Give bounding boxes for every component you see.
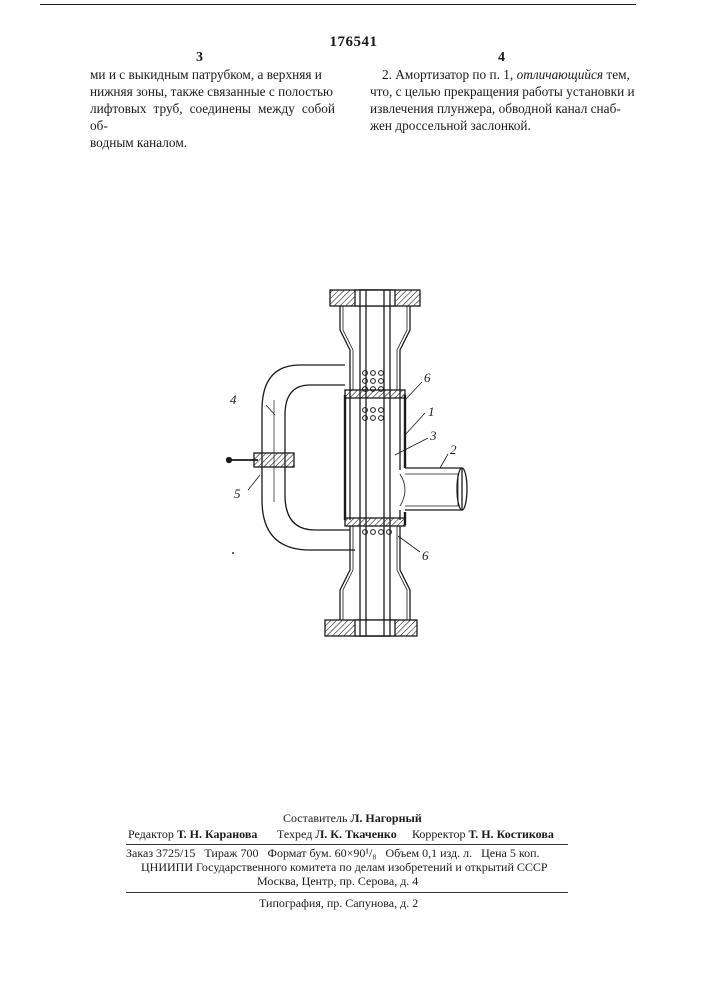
right-column: 2. Амортизатор по п. 1, отличающийся тем…: [370, 66, 642, 134]
left-line: лифтовых труб, соединены между собой об-: [90, 100, 335, 134]
compiler: Составитель Л. Нагорный: [283, 811, 422, 826]
techeditor-label: Техред: [277, 827, 312, 841]
corrector-label: Корректор: [412, 827, 466, 841]
label-four: 4: [230, 392, 237, 407]
footer-rule: [126, 844, 568, 845]
perforation: [363, 371, 368, 376]
top-rule: [40, 4, 636, 5]
institute-line: ЦНИИПИ Государственного комитета по дела…: [141, 860, 548, 875]
inner-pipe: [360, 290, 390, 636]
label-six-top: 6: [424, 370, 431, 385]
left-column: ми и с выкидным патрубком, а верхняя и н…: [90, 66, 335, 151]
throttle-valve: [254, 453, 294, 467]
right-line: что, с целью прекращения работы установк…: [370, 83, 642, 100]
left-line: ми и с выкидным патрубком, а верхняя и: [90, 66, 335, 83]
compiler-label: Составитель: [283, 811, 347, 825]
body-lower: [340, 526, 410, 620]
claim-prefix: 2. Амортизатор по п. 1,: [370, 67, 517, 82]
corrector-name: Т. Н. Костикова: [469, 827, 554, 841]
claim-line: 2. Амортизатор по п. 1, отличающийся тем…: [370, 66, 642, 83]
label-five: 5: [234, 486, 241, 501]
page-number-left: 3: [196, 50, 203, 66]
editor: Редактор Т. Н. Каранова: [128, 827, 257, 842]
address-line: Москва, Центр, пр. Серова, д. 4: [257, 874, 418, 889]
left-line: водным каналом.: [90, 134, 335, 151]
label-one: 1: [428, 404, 435, 419]
right-line: извлечения плунжера, обводной канал снаб…: [370, 100, 642, 117]
left-line: нижняя зоны, также связанные с полостью: [90, 83, 335, 100]
corrector: Корректор Т. Н. Костикова: [412, 827, 554, 842]
editor-name: Т. Н. Каранова: [177, 827, 257, 841]
order-line: Заказ 3725/15 Тираж 700 Формат бум. 60×9…: [126, 846, 540, 861]
label-three: 3: [429, 428, 437, 443]
techeditor-name: Л. К. Ткаченко: [315, 827, 396, 841]
ink-dot: [232, 552, 234, 554]
body-upper: [340, 306, 410, 390]
right-line: жен дроссельной заслонкой.: [370, 117, 642, 134]
claim-emphasis: отличающийся: [517, 67, 603, 82]
label-two: 2: [450, 442, 457, 457]
tech-editor: Техред Л. К. Ткаченко: [277, 827, 397, 842]
compiler-name: Л. Нагорный: [350, 811, 421, 825]
printing-line: Типография, пр. Сапунова, д. 2: [259, 896, 418, 911]
editor-label: Редактор: [128, 827, 174, 841]
page-number-right: 4: [498, 50, 505, 66]
label-six-bottom: 6: [422, 548, 429, 563]
claim-suffix: тем,: [603, 67, 630, 82]
technical-drawing: 6 1 3 2 4 5 6: [200, 270, 500, 660]
footer-rule: [126, 892, 568, 893]
patent-number: 176541: [0, 34, 707, 51]
